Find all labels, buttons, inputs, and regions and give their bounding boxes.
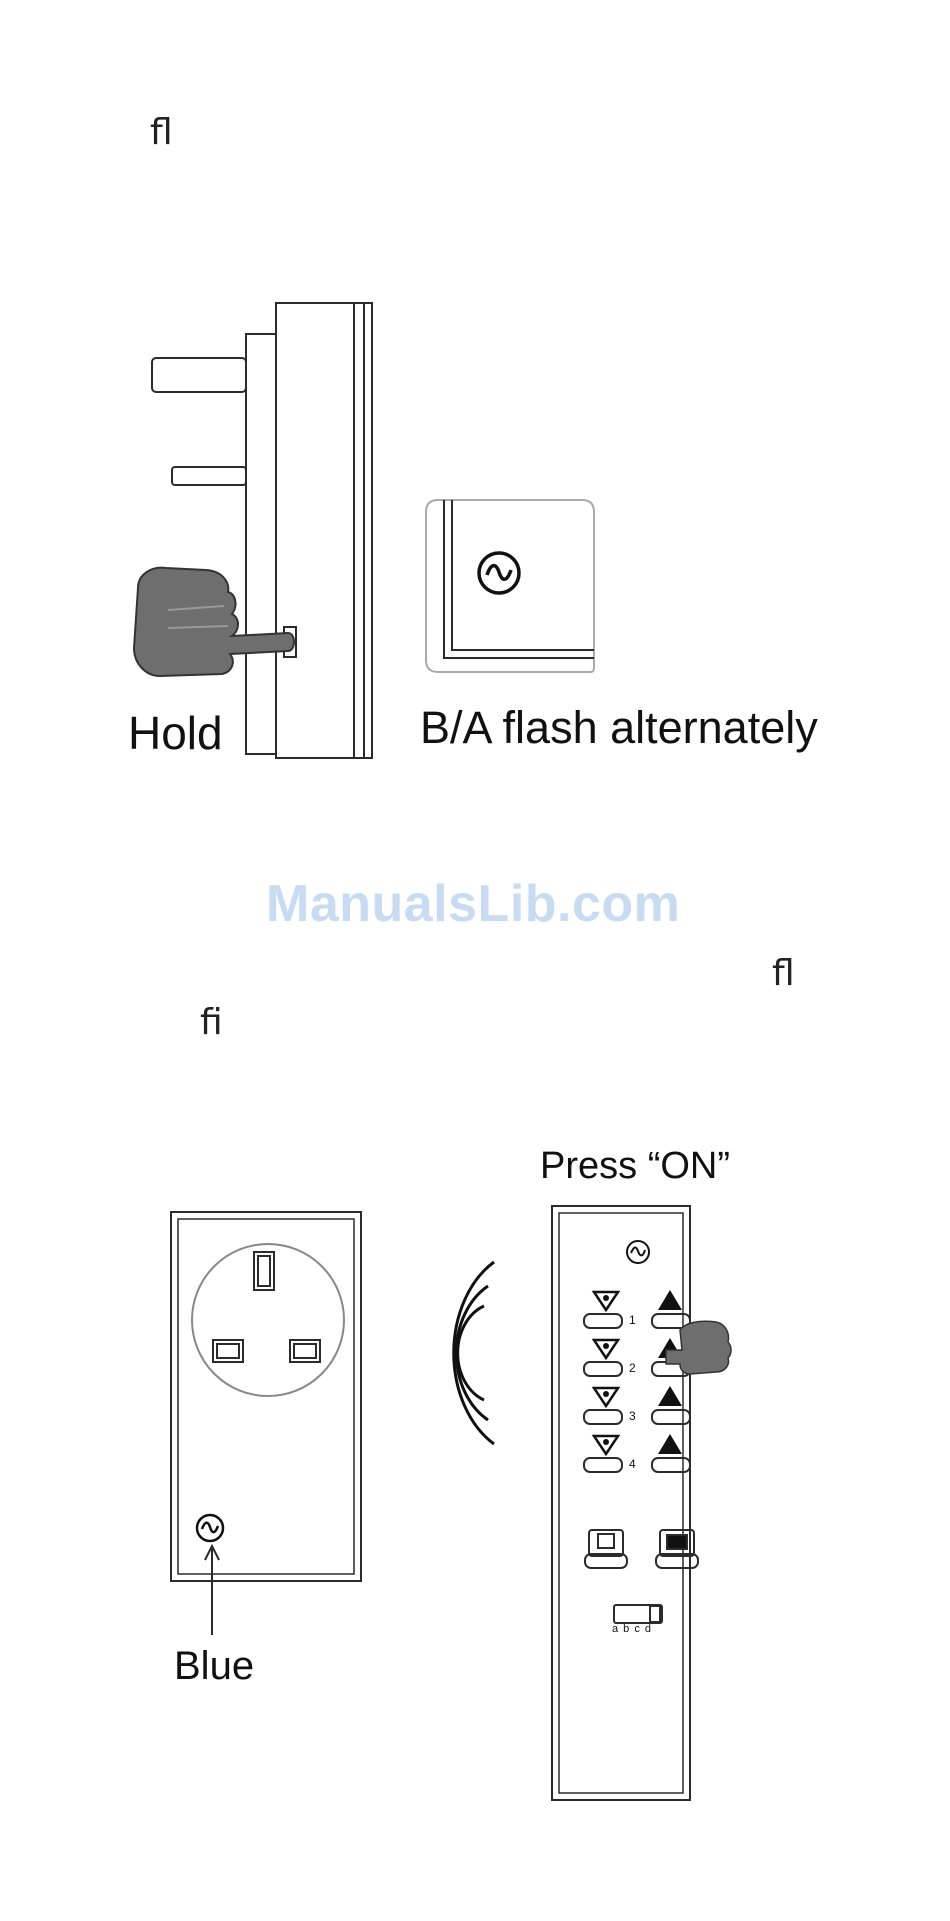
channel-number: 2 (629, 1361, 636, 1375)
channel-off-button[interactable] (584, 1458, 622, 1472)
channel-off-dot (603, 1439, 609, 1445)
channel-number: 4 (629, 1457, 636, 1471)
channel-off-dot (603, 1391, 609, 1397)
wave-icon-remote (627, 1241, 649, 1263)
channel-number: 1 (629, 1313, 636, 1327)
channel-on-button[interactable] (652, 1410, 690, 1424)
dip-switch-label: a b c d (612, 1623, 652, 1635)
channel-on-icon (658, 1386, 682, 1406)
channel-off-button[interactable] (584, 1314, 622, 1328)
channel-off-dot (603, 1343, 609, 1349)
channel-number: 3 (629, 1409, 636, 1423)
channel-on-icon (658, 1290, 682, 1310)
dip-switch (614, 1605, 662, 1623)
channel-off-dot (603, 1295, 609, 1301)
channel-on-icon (658, 1434, 682, 1454)
channel-on-button[interactable] (652, 1458, 690, 1472)
channel-off-button[interactable] (584, 1410, 622, 1424)
channel-off-button[interactable] (584, 1362, 622, 1376)
